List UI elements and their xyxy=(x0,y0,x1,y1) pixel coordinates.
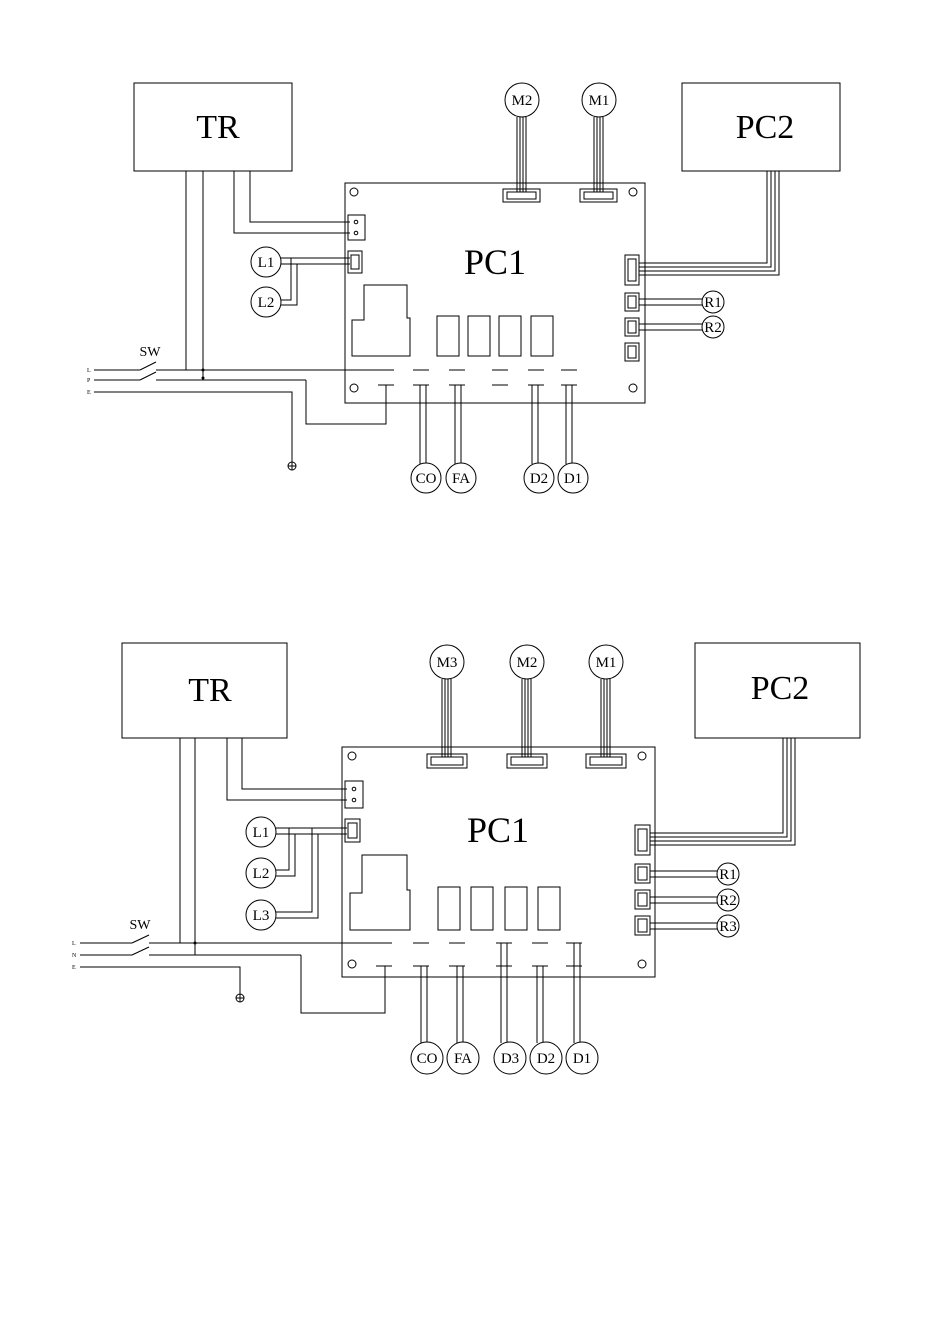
reed-wires xyxy=(650,871,717,929)
reed-label-r1: R1 xyxy=(719,867,737,883)
second-board-label: PC2 xyxy=(751,670,810,707)
mains-wires xyxy=(94,362,386,462)
line-label-l: L xyxy=(87,368,91,374)
line-label-e: E xyxy=(72,965,76,971)
ground-icon xyxy=(288,462,296,470)
reed-label-r3: R3 xyxy=(719,919,737,935)
lamp-label-l2: L2 xyxy=(253,866,270,882)
lamp-wires xyxy=(276,828,347,918)
output-label-d2: D2 xyxy=(530,471,548,487)
output-label-d1: D1 xyxy=(564,471,582,487)
wiring-diagram-2: TR PC2 PC1 xyxy=(72,643,860,1074)
lamp-label-l1: L1 xyxy=(258,255,275,271)
motor-label-m2: M2 xyxy=(517,655,538,671)
transformer-label: TR xyxy=(196,109,240,146)
transformer-connector xyxy=(345,781,363,808)
motor-wires xyxy=(442,679,610,757)
motor-wires xyxy=(517,117,603,192)
transformer-connector xyxy=(348,215,365,240)
lamp-label-l2: L2 xyxy=(258,295,275,311)
line-label-l: L xyxy=(72,941,76,947)
ground-icon xyxy=(236,994,244,1002)
lamp-wires xyxy=(281,258,350,305)
output-label-d3: D3 xyxy=(501,1051,519,1067)
lamp-label-l1: L1 xyxy=(253,825,270,841)
wiring-diagram-1: TR PC2 PC1 xyxy=(87,83,840,493)
reed-label-r1: R1 xyxy=(704,295,722,311)
reed-wires xyxy=(639,299,702,330)
lamp-label-l3: L3 xyxy=(253,908,270,924)
line-label-p: P xyxy=(87,378,91,384)
transformer-label: TR xyxy=(188,672,232,709)
mains-wires xyxy=(80,935,385,1013)
motor-label-m2: M2 xyxy=(512,93,533,109)
output-label-d1: D1 xyxy=(573,1051,591,1067)
output-label-fa: FA xyxy=(454,1051,472,1067)
output-label-co: CO xyxy=(416,471,437,487)
line-label-e: E xyxy=(87,390,91,396)
second-board-wires xyxy=(650,738,795,845)
motor-label-m1: M1 xyxy=(589,93,610,109)
second-board-label: PC2 xyxy=(736,109,795,146)
output-label-fa: FA xyxy=(452,471,470,487)
motor-label-m1: M1 xyxy=(596,655,617,671)
main-board-label: PC1 xyxy=(467,810,529,850)
switch-label: SW xyxy=(140,345,162,360)
output-label-d2: D2 xyxy=(537,1051,555,1067)
second-board-wires xyxy=(639,171,779,275)
reed-label-r2: R2 xyxy=(704,320,722,336)
motor-label-m3: M3 xyxy=(437,655,458,671)
reed-label-r2: R2 xyxy=(719,893,737,909)
switch-label: SW xyxy=(130,918,152,933)
main-board-label: PC1 xyxy=(464,242,526,282)
output-label-co: CO xyxy=(417,1051,438,1067)
line-label-n: N xyxy=(72,953,77,959)
